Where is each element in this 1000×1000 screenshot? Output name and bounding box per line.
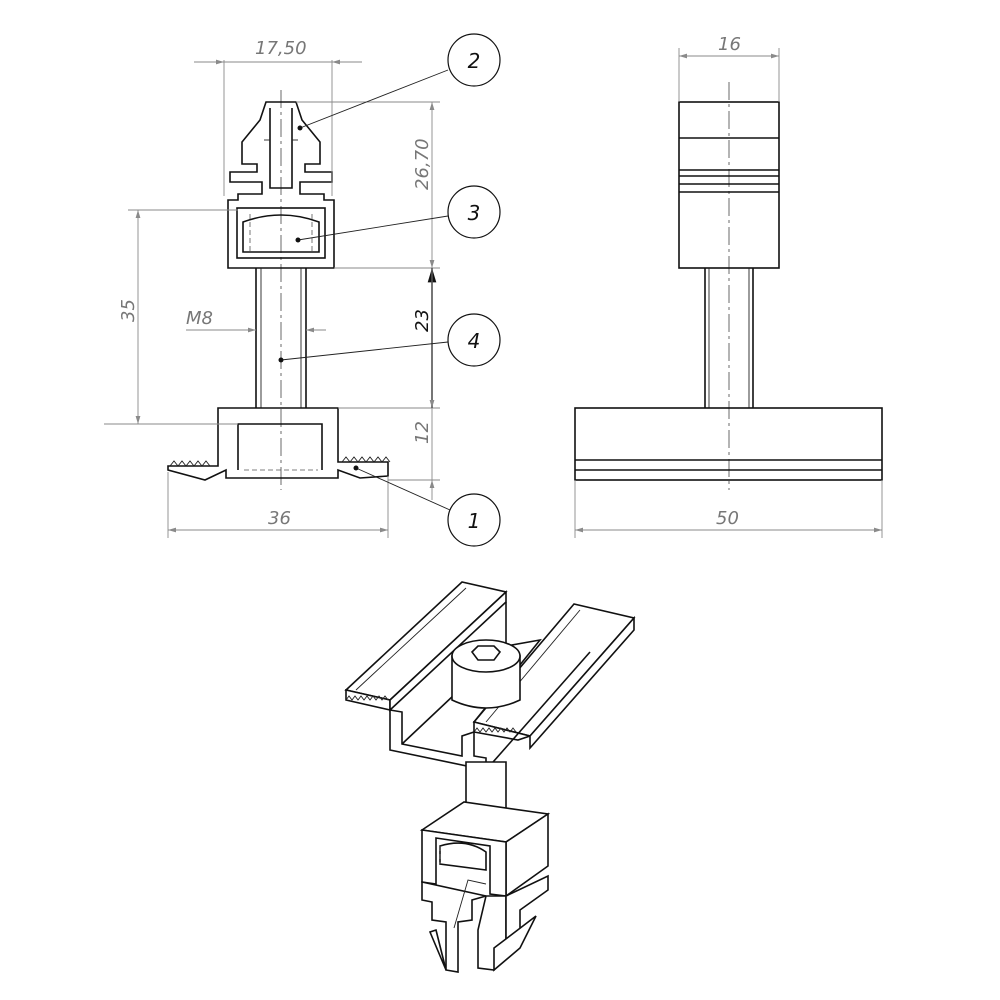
balloon-4 — [447, 313, 501, 367]
dim-overall-height: 35 — [118, 299, 139, 322]
dim-width-side: 16 — [718, 34, 741, 55]
isometric-view — [344, 581, 636, 973]
balloon-3-label: 3 — [468, 201, 481, 225]
balloon-2 — [447, 33, 501, 87]
dim-thread: M8 — [186, 308, 213, 329]
dim-head-height: 26,70 — [412, 138, 433, 190]
dim-top-width: 17,50 — [255, 38, 307, 59]
balloon-1 — [447, 493, 501, 547]
dim-base-width-front: 36 — [268, 508, 291, 529]
front-view: 17,50 26,70 35 M8 23 12 36 — [104, 33, 501, 547]
side-view: 16 50 — [574, 34, 883, 538]
dim-shaft-length: 23 — [412, 309, 433, 332]
balloon-1-label: 1 — [468, 509, 481, 533]
balloon-4-label: 4 — [468, 329, 481, 353]
dim-base-height: 12 — [412, 421, 433, 444]
dim-base-width-side: 50 — [716, 508, 739, 529]
balloon-2-label: 2 — [468, 49, 481, 73]
balloon-3 — [447, 185, 501, 239]
